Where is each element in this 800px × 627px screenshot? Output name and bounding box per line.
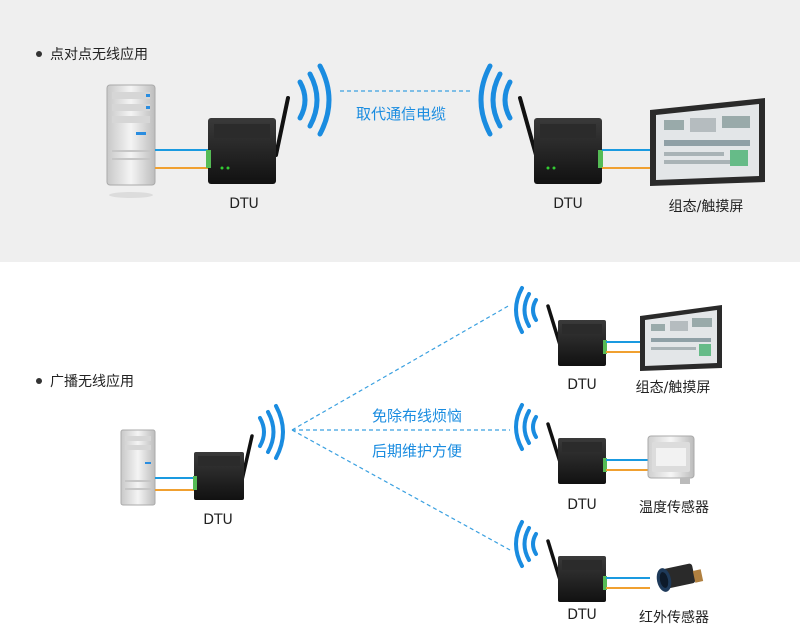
touch-screen-icon — [650, 98, 765, 186]
endpoint-label: 组态/触摸屏 — [668, 199, 744, 215]
link-description: 取代通信电缆 — [356, 105, 447, 123]
dtu-device-icon — [206, 96, 290, 184]
wireless-signal-icon — [258, 404, 285, 460]
bullet-icon — [36, 51, 42, 57]
dtu-device-icon — [193, 434, 254, 500]
dtu-label: DTU — [203, 512, 233, 528]
dtu-device-icon — [518, 96, 603, 184]
dtu-label: DTU — [553, 196, 583, 212]
endpoint-label: 红外传感器 — [639, 610, 709, 626]
benefit-note: 免除布线烦恼 — [372, 407, 463, 425]
wireless-signal-icon — [514, 403, 538, 451]
wireless-signal-icon — [514, 286, 538, 334]
section-title-point-to-point: 点对点无线应用 — [36, 44, 148, 64]
server-icon — [120, 429, 156, 506]
wireless-signal-icon — [297, 63, 332, 137]
dtu-device-icon — [546, 304, 607, 366]
dtu-label: DTU — [567, 607, 597, 623]
temperature-sensor-icon — [647, 435, 695, 484]
endpoint-label: 组态/触摸屏 — [635, 380, 711, 396]
server-icon — [106, 84, 156, 198]
bullet-icon — [36, 378, 42, 384]
wireless-signal-icon — [514, 520, 538, 568]
dtu-label: DTU — [567, 497, 597, 513]
dtu-device-icon — [546, 422, 607, 484]
endpoint-label: 温度传感器 — [639, 500, 709, 516]
section-title-broadcast: 广播无线应用 — [36, 371, 134, 391]
touch-screen-icon — [640, 305, 722, 371]
dtu-label: DTU — [567, 377, 597, 393]
section-title-text: 广播无线应用 — [50, 374, 134, 390]
section-title-text: 点对点无线应用 — [50, 47, 148, 63]
wireless-signal-icon — [478, 63, 513, 137]
infrared-sensor-icon — [656, 563, 704, 592]
dtu-label: DTU — [229, 196, 259, 212]
dtu-device-icon — [546, 539, 607, 602]
benefit-note: 后期维护方便 — [372, 442, 463, 460]
broadcast-link-lines — [291, 304, 511, 551]
